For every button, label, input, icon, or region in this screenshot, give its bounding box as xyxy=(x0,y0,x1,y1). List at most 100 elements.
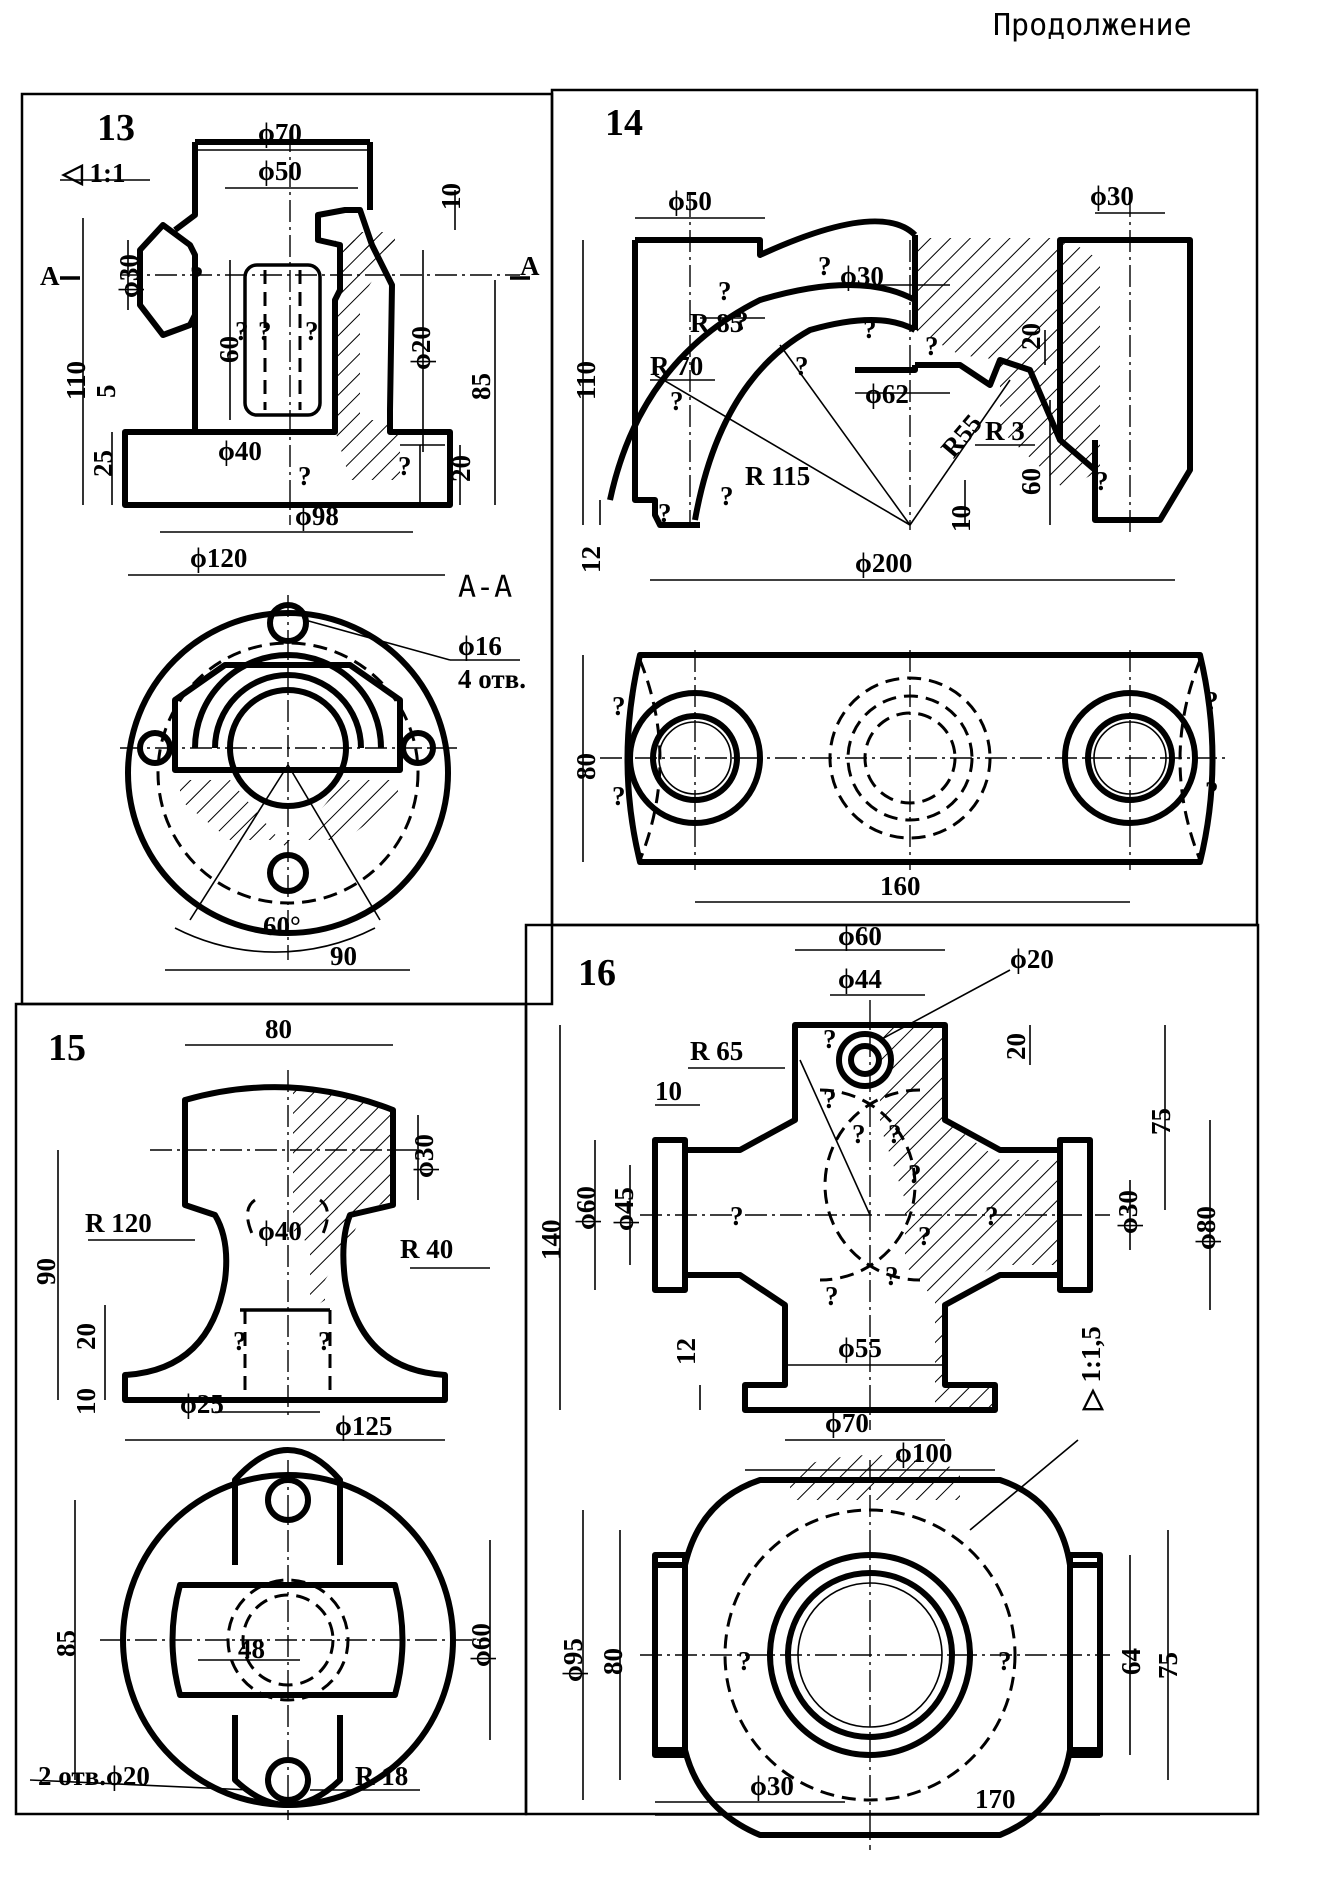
p16-dim-75-plan: 75 xyxy=(1153,1652,1183,1679)
p13-unknown-marks: ? ? ? ? ? ? xyxy=(190,261,412,491)
p13-dim-60: 60 xyxy=(214,336,244,363)
p13-dim-d98: ϕ98 xyxy=(295,501,339,531)
p13-dim-90: 90 xyxy=(330,941,357,971)
p13-section-mark-right: A xyxy=(520,251,540,281)
p16-dim-d30: ϕ30 xyxy=(1113,1190,1143,1234)
svg-text:?: ? xyxy=(1095,466,1109,496)
p15-dim-85: 85 xyxy=(51,1630,81,1657)
svg-text:?: ? xyxy=(985,1201,999,1231)
svg-text:?: ? xyxy=(398,451,412,481)
p14-dim-20: 20 xyxy=(1016,323,1046,350)
p16-plan-unknown-marks: ? ? xyxy=(738,1646,1012,1676)
p14-dimension-lines xyxy=(582,212,1175,581)
svg-text:?: ? xyxy=(885,1261,899,1291)
p16-dim-taper: ▷ 1:1,5 xyxy=(1076,1326,1106,1411)
p14-section-view xyxy=(607,195,1193,535)
p14-dim-d30-top: ϕ30 xyxy=(1090,181,1134,211)
p15-dim-d60: ϕ60 xyxy=(466,1623,496,1667)
p14-dim-10: 10 xyxy=(946,505,976,532)
p13-dim-d120: ϕ120 xyxy=(190,543,247,573)
p16-dim-12: 12 xyxy=(671,1338,701,1365)
p13-dim-d40: ϕ40 xyxy=(218,436,262,466)
p15-dim-d30: ϕ30 xyxy=(409,1134,439,1178)
p14-plan-unknown-marks: ? ? ? ? xyxy=(612,686,1219,811)
p16-dim-140: 140 xyxy=(536,1220,566,1261)
panel-15: 15 80 ϕ30 R 120 ϕ40 R 40 90 20 10 xyxy=(29,1014,496,1820)
p16-dim-d70: ϕ70 xyxy=(825,1408,869,1438)
p13-dim-d20: ϕ20 xyxy=(406,326,436,370)
p16-unknown-marks: ? ? ? ? ? ? ? ? ? ? xyxy=(730,1024,999,1311)
svg-text:?: ? xyxy=(825,1281,839,1311)
p13-dim-d70: ϕ70 xyxy=(258,118,302,148)
svg-text:?: ? xyxy=(658,498,672,528)
svg-text:?: ? xyxy=(863,314,877,344)
p14-dim-12: 12 xyxy=(576,546,606,573)
svg-text:?: ? xyxy=(1205,686,1219,716)
p15-dimension-lines xyxy=(57,1044,490,1441)
p13-dim-5: 5 xyxy=(91,385,121,399)
p15-dim-48: 48 xyxy=(238,1634,265,1664)
p16-section-view xyxy=(640,1000,1110,1430)
svg-text:?: ? xyxy=(918,1221,932,1251)
p16-dim-20: 20 xyxy=(1001,1033,1031,1060)
svg-text:?: ? xyxy=(305,316,319,346)
p16-dim-d60-left: ϕ60 xyxy=(571,1186,601,1230)
continuation-header: Продолжение xyxy=(993,8,1192,43)
p15-dim-d25: ϕ25 xyxy=(180,1389,224,1419)
p14-dim-r55: R55 xyxy=(935,408,988,463)
p14-dim-r85: R 85 xyxy=(690,308,743,338)
svg-text:?: ? xyxy=(738,1646,752,1676)
svg-text:?: ? xyxy=(823,1024,837,1054)
p13-section-view xyxy=(120,130,520,525)
p14-dim-d200: ϕ200 xyxy=(855,548,912,578)
svg-text:?: ? xyxy=(925,331,939,361)
p13-dim-25: 25 xyxy=(88,450,118,477)
svg-text:?: ? xyxy=(190,261,204,291)
svg-text:?: ? xyxy=(795,351,809,381)
svg-text:?: ? xyxy=(318,1326,332,1356)
svg-text:?: ? xyxy=(612,691,626,721)
p14-dim-d30: ϕ30 xyxy=(840,261,884,291)
p16-dim-d95: ϕ95 xyxy=(558,1638,588,1682)
svg-text:?: ? xyxy=(888,1119,902,1149)
p14-dim-110: 110 xyxy=(571,361,601,400)
svg-text:?: ? xyxy=(612,781,626,811)
p16-dim-r65: R 65 xyxy=(690,1036,743,1066)
panel-14: 14 xyxy=(571,102,1230,903)
p14-dim-d62: ϕ62 xyxy=(865,379,909,409)
p14-unknown-marks: ? ? ? ? ? ? ? ? ? ? xyxy=(658,251,1109,528)
panel-16: 16 xyxy=(536,921,1221,1850)
panel-14-number: 14 xyxy=(605,102,643,144)
p15-dim-r18: R 18 xyxy=(355,1761,408,1791)
p15-unknown-marks: ? ? xyxy=(233,1326,332,1356)
p13-dim-d30: ϕ30 xyxy=(114,254,144,298)
p16-dim-10: 10 xyxy=(655,1076,682,1106)
p13-dim-holes: 4 отв. xyxy=(458,664,526,694)
svg-text:?: ? xyxy=(730,1201,744,1231)
p13-plan-view xyxy=(120,595,520,971)
p15-dim-90: 90 xyxy=(31,1258,61,1285)
svg-text:?: ? xyxy=(823,1084,837,1114)
p13-section-mark-left: A xyxy=(40,261,60,291)
p14-dim-d50: ϕ50 xyxy=(668,186,712,216)
p15-plan-view xyxy=(29,1447,491,1820)
p16-dim-d44: ϕ44 xyxy=(838,964,882,994)
p15-dim-r40: R 40 xyxy=(400,1234,453,1264)
p15-dim-10: 10 xyxy=(71,1388,101,1415)
svg-text:?: ? xyxy=(1205,776,1219,806)
p16-dim-d30-plan: ϕ30 xyxy=(750,1771,794,1801)
svg-text:?: ? xyxy=(258,316,272,346)
p13-dim-85: 85 xyxy=(466,373,496,400)
svg-text:?: ? xyxy=(298,461,312,491)
svg-text:?: ? xyxy=(908,1159,922,1189)
svg-text:?: ? xyxy=(818,251,832,281)
p16-dim-d20: ϕ20 xyxy=(1010,944,1054,974)
panel-13: 13 xyxy=(40,107,540,971)
p14-dim-60: 60 xyxy=(1016,468,1046,495)
p14-dim-r70: R 70 xyxy=(650,351,703,381)
panel-13-number: 13 xyxy=(97,107,135,149)
p16-dim-d80: ϕ80 xyxy=(1191,1206,1221,1250)
svg-text:?: ? xyxy=(735,306,749,336)
p13-dim-d50: ϕ50 xyxy=(258,156,302,186)
